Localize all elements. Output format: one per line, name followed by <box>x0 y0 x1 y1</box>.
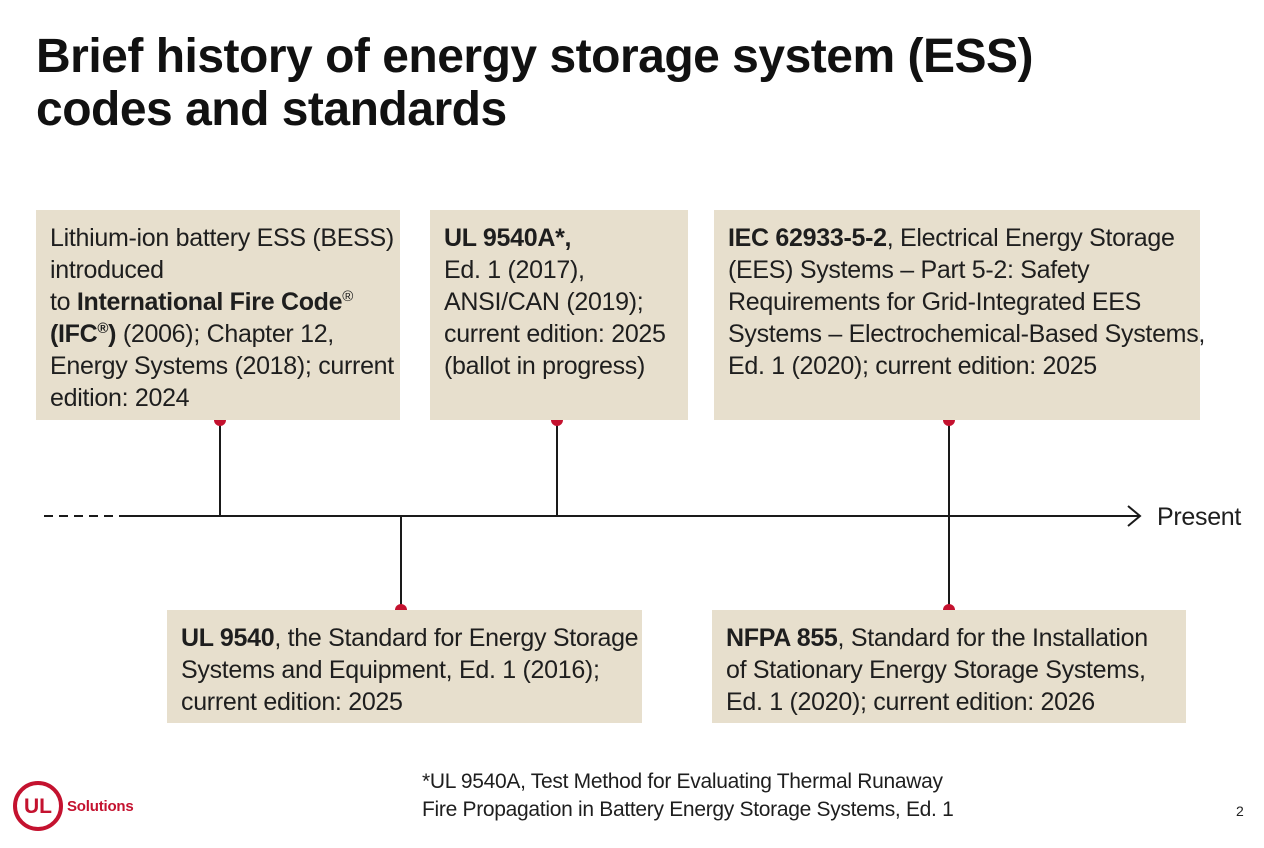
card-ul9540a-line: Ed. 1 (2017), <box>444 256 585 284</box>
card-iec-line: IEC 62933-5-2, Electrical Energy Storage <box>728 222 1186 254</box>
card-ifc-line: to International Fire Code® <box>50 286 386 318</box>
card-iec: IEC 62933-5-2, Electrical Energy Storage… <box>714 210 1206 420</box>
page-title: Brief history of energy storage system (… <box>36 30 1136 136</box>
card-ul9540-line: current edition: 2025 <box>181 688 403 716</box>
card-iec-line: (EES) Systems – Part 5-2: Safety <box>728 256 1090 284</box>
card-ifc-text: (2006); Chapter 12, <box>116 320 334 348</box>
card-ul9540: UL 9540, the Standard for Energy Storage… <box>167 610 642 723</box>
card-iec-line: Systems – Electrochemical-Based Systems, <box>728 320 1206 348</box>
card-ul9540a: UL 9540A*, Ed. 1 (2017), ANSI/CAN (2019)… <box>430 210 688 420</box>
card-ul9540a-line: ANSI/CAN (2019); <box>444 288 644 316</box>
card-nfpa-line: of Stationary Energy Storage Systems, <box>726 656 1146 684</box>
ifc-abbrev-close: ) <box>108 320 117 348</box>
card-ul9540-line: Systems and Equipment, Ed. 1 (2016); <box>181 656 600 684</box>
card-ifc-text: to <box>50 288 77 316</box>
logo-text: Solutions <box>67 798 134 815</box>
iec-name: IEC 62933-5-2 <box>728 224 887 252</box>
card-ul9540a-line: UL 9540A*, <box>444 222 674 254</box>
present-label: Present <box>1157 503 1242 531</box>
footnote-line: *UL 9540A, Test Method for Evaluating Th… <box>422 770 943 793</box>
ifc-abbrev-text: (IFC <box>50 320 98 348</box>
card-nfpa: NFPA 855, Standard for the Installation … <box>712 610 1186 723</box>
card-iec-text: , Electrical Energy Storage <box>886 224 1175 252</box>
card-nfpa-line: Ed. 1 (2020); current edition: 2026 <box>726 688 1095 716</box>
card-ifc: Lithium-ion battery ESS (BESS) introduce… <box>36 210 400 420</box>
card-nfpa-line: NFPA 855, Standard for the Installation <box>726 622 1172 654</box>
ifc-name: International Fire Code <box>76 288 343 316</box>
ul9540a-name: UL 9540A*, <box>444 224 572 252</box>
ul-logo-icon: UL <box>13 781 63 831</box>
card-ul9540a-line: (ballot in progress) <box>444 352 646 380</box>
card-iec-line: Ed. 1 (2020); current edition: 2025 <box>728 352 1097 380</box>
card-ifc-line: (IFC®) (2006); Chapter 12, <box>50 318 386 350</box>
card-ifc-line: Energy Systems (2018); current <box>50 352 394 380</box>
ifc-abbrev: (IFC®) <box>50 320 117 348</box>
footnote: *UL 9540A, Test Method for Evaluating Th… <box>422 768 954 824</box>
card-ul9540-line: UL 9540, the Standard for Energy Storage <box>181 622 639 654</box>
registered-mark: ® <box>342 288 354 305</box>
card-ifc-line: Lithium-ion battery ESS (BESS) <box>50 224 394 252</box>
ul9540-name: UL 9540 <box>181 624 275 652</box>
card-nfpa-text: , Standard for the Installation <box>837 624 1149 652</box>
logo-mark: UL <box>24 795 52 818</box>
title-line-1: Brief history of energy storage system (… <box>36 30 1033 83</box>
card-ul9540-text: , the Standard for Energy Storage <box>274 624 639 652</box>
registered-mark: ® <box>97 320 109 337</box>
footnote-line: Fire Propagation in Battery Energy Stora… <box>422 798 954 821</box>
chevron-right-icon <box>1127 505 1142 527</box>
card-ul9540a-line: current edition: 2025 <box>444 320 666 348</box>
card-ifc-line: introduced <box>50 256 164 284</box>
title-line-2: codes and standards <box>36 83 507 136</box>
card-iec-line: Requirements for Grid-Integrated EES <box>728 288 1142 316</box>
card-ifc-line: edition: 2024 <box>50 384 190 412</box>
nfpa-name: NFPA 855 <box>726 624 838 652</box>
page-number: 2 <box>1236 803 1244 819</box>
